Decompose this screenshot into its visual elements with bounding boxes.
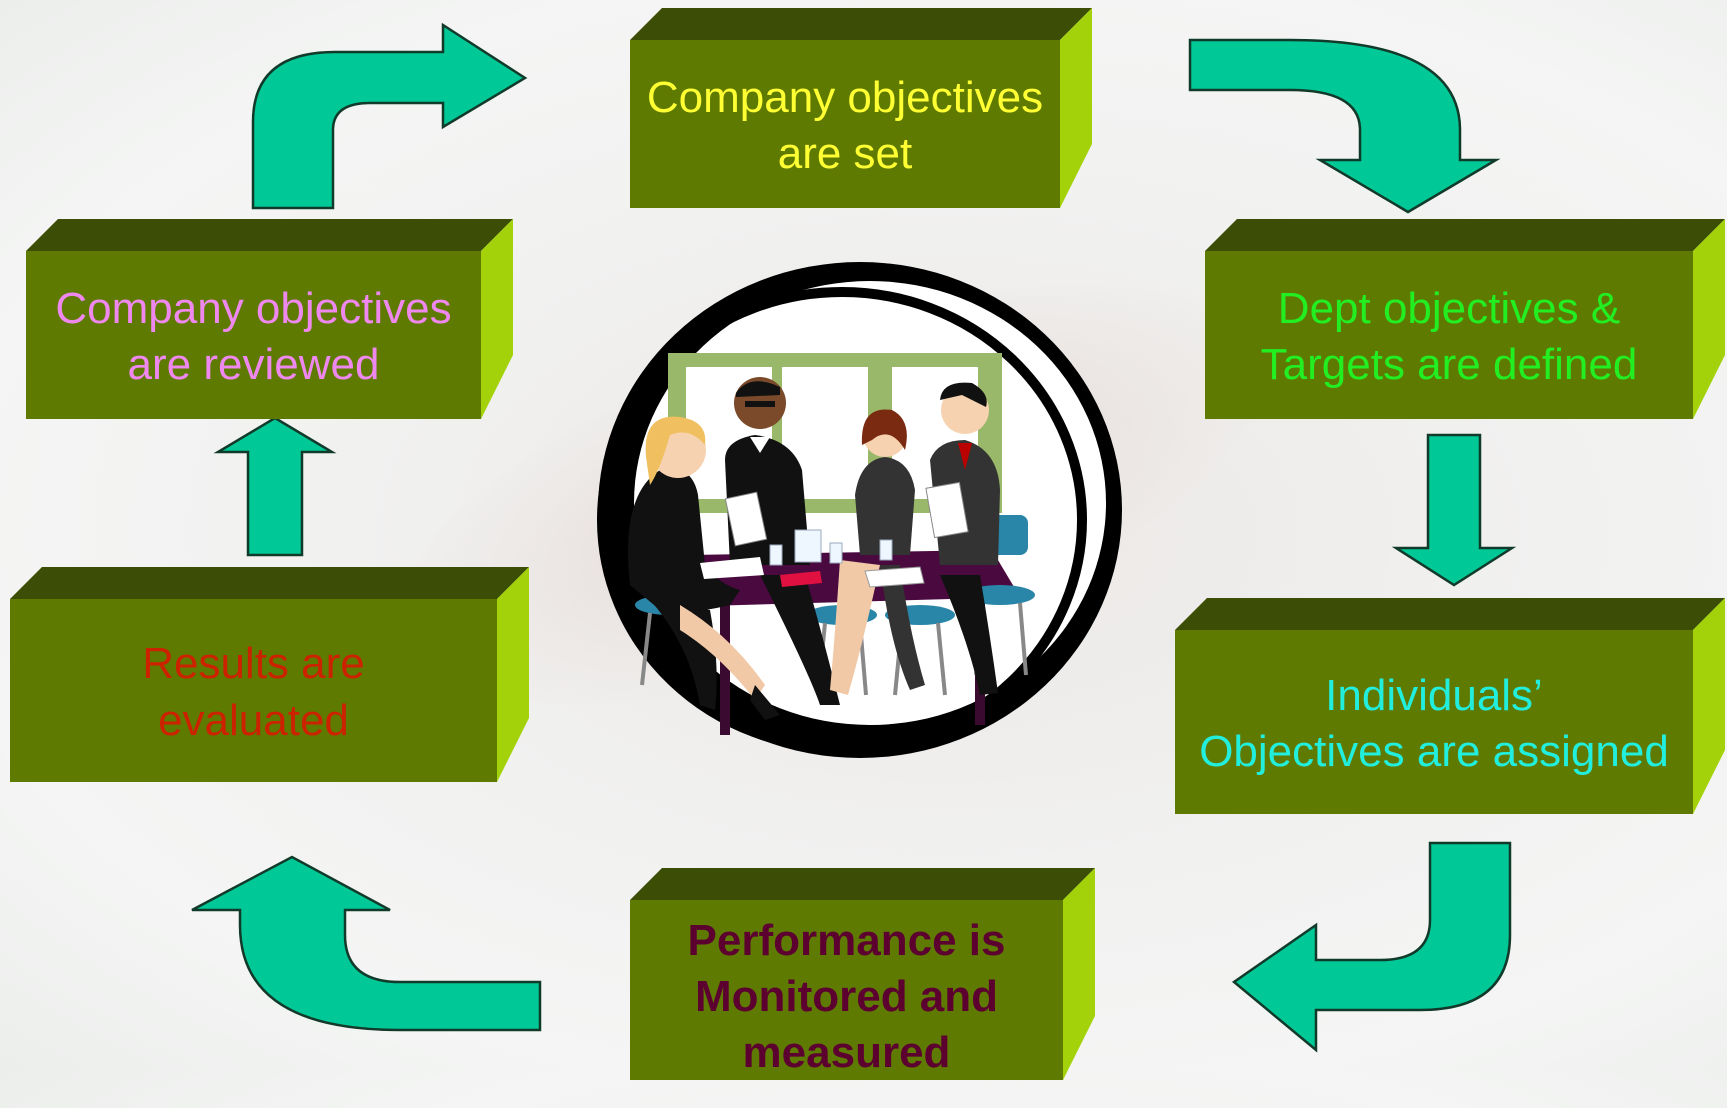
box-side-face (1693, 598, 1725, 814)
step-label: Performance is Monitored and measured (687, 915, 1006, 1078)
arrow-set-to-dept-icon (1188, 38, 1501, 214)
step-label: Results are evaluated (142, 639, 365, 745)
arrow-performance-to-results-icon (191, 855, 542, 1032)
arrow-dept-to-individual-icon (1391, 433, 1517, 587)
step-label: Dept objectives & Targets are defined (1260, 283, 1638, 389)
step-label: Company objectives are reviewed (55, 283, 452, 389)
box-front-face (26, 251, 481, 419)
arrow-individual-to-performance-icon (1231, 841, 1512, 1053)
box-top-face (630, 868, 1095, 900)
box-top-face (1175, 598, 1725, 630)
person-man-grey-suit (925, 382, 1000, 695)
step-label: Individuals’ Objectives are assigned (1199, 670, 1669, 776)
box-side-face (1063, 868, 1095, 1080)
person-woman-brunette (830, 409, 925, 695)
box-top-face (1205, 219, 1725, 251)
box-side-face (1693, 219, 1725, 419)
box-top-face (26, 219, 513, 251)
cycle-arrows (191, 22, 1517, 1053)
box-front-face (630, 900, 1063, 1080)
box-side-face (497, 567, 529, 782)
box-top-face (630, 8, 1092, 40)
box-front-face (630, 40, 1060, 208)
step-label: Company objectives are set (646, 72, 1044, 178)
arrow-reviewed-to-set-icon (251, 22, 528, 210)
box-top-face (10, 567, 529, 599)
meeting-scene-icon (597, 262, 1122, 758)
person-man-glasses (724, 377, 840, 705)
box-front-face (10, 599, 497, 782)
box-front-face (1175, 630, 1693, 814)
box-front-face (1205, 251, 1693, 419)
box-side-face (1060, 8, 1092, 208)
arrow-results-to-reviewed-icon (213, 416, 337, 557)
box-side-face (481, 219, 513, 419)
